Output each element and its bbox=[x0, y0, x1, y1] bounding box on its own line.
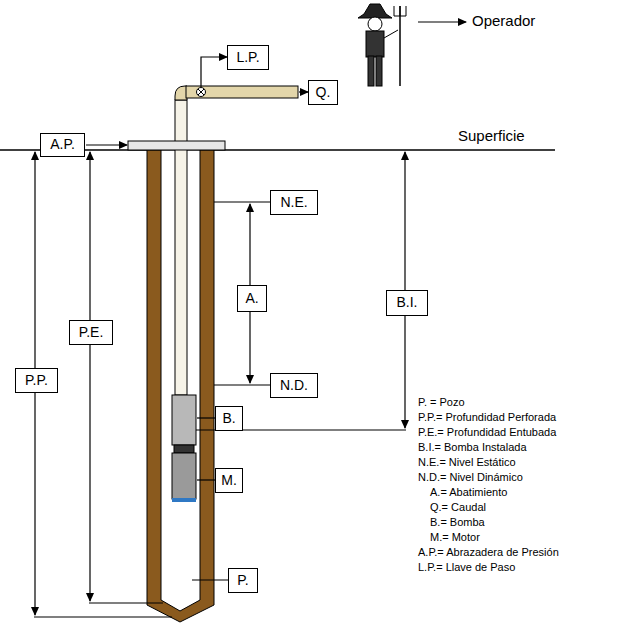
legend-line: Q.= Caudal bbox=[430, 501, 486, 513]
abbreviation-text: A. bbox=[245, 291, 258, 306]
label-box: B.I. bbox=[386, 290, 428, 316]
legend-line: N.E.= Nivel Estático bbox=[418, 456, 516, 468]
legend-line: B.= Bomba bbox=[430, 516, 485, 528]
abbreviation-text: P.E. bbox=[79, 325, 104, 340]
abbreviation-text: L.P. bbox=[236, 50, 259, 65]
legend-line: A.= Abatimiento bbox=[430, 486, 507, 498]
abbreviation-text: P. bbox=[237, 573, 248, 588]
label-box: L.P. bbox=[227, 45, 269, 70]
legend-line: L.P.= Llave de Paso bbox=[418, 561, 515, 573]
abbreviation-text: B.I. bbox=[396, 295, 417, 310]
operator-figure bbox=[358, 4, 406, 86]
legend-line: P. = Pozo bbox=[418, 396, 465, 408]
caption-label: Superficie bbox=[458, 128, 525, 145]
caption-label: Operador bbox=[472, 13, 535, 30]
legend-line: N.D.= Nivel Dinámico bbox=[418, 471, 523, 483]
label-box: A. bbox=[237, 285, 267, 312]
abbreviation-text: N.E. bbox=[280, 195, 307, 210]
abbreviation-text: A.P. bbox=[50, 137, 75, 152]
abbreviation-text: M. bbox=[221, 473, 237, 488]
label-box: P. bbox=[228, 568, 258, 593]
legend-line: P.E.= Profundidad Entubada bbox=[418, 426, 556, 438]
abbreviation-text: Q. bbox=[316, 85, 331, 100]
legend-line: A.P.= Abrazadera de Presión bbox=[418, 546, 559, 558]
label-box: P.P. bbox=[15, 368, 58, 393]
label-box: N.D. bbox=[270, 373, 318, 398]
label-box: B. bbox=[215, 406, 243, 431]
label-box: N.E. bbox=[270, 190, 318, 215]
label-box: M. bbox=[215, 468, 243, 493]
abbreviation-text: P.P. bbox=[25, 373, 48, 388]
label-box: P.E. bbox=[69, 320, 113, 345]
legend-line: P.P.= Profundidad Perforada bbox=[418, 411, 556, 423]
abbreviation-text: N.D. bbox=[280, 378, 308, 393]
legend-line: M.= Motor bbox=[430, 531, 480, 543]
abbreviation-text: B. bbox=[222, 411, 235, 426]
legend-line: B.I.= Bomba Instalada bbox=[418, 441, 527, 453]
label-box: Q. bbox=[308, 80, 338, 105]
label-box: A.P. bbox=[40, 133, 85, 157]
